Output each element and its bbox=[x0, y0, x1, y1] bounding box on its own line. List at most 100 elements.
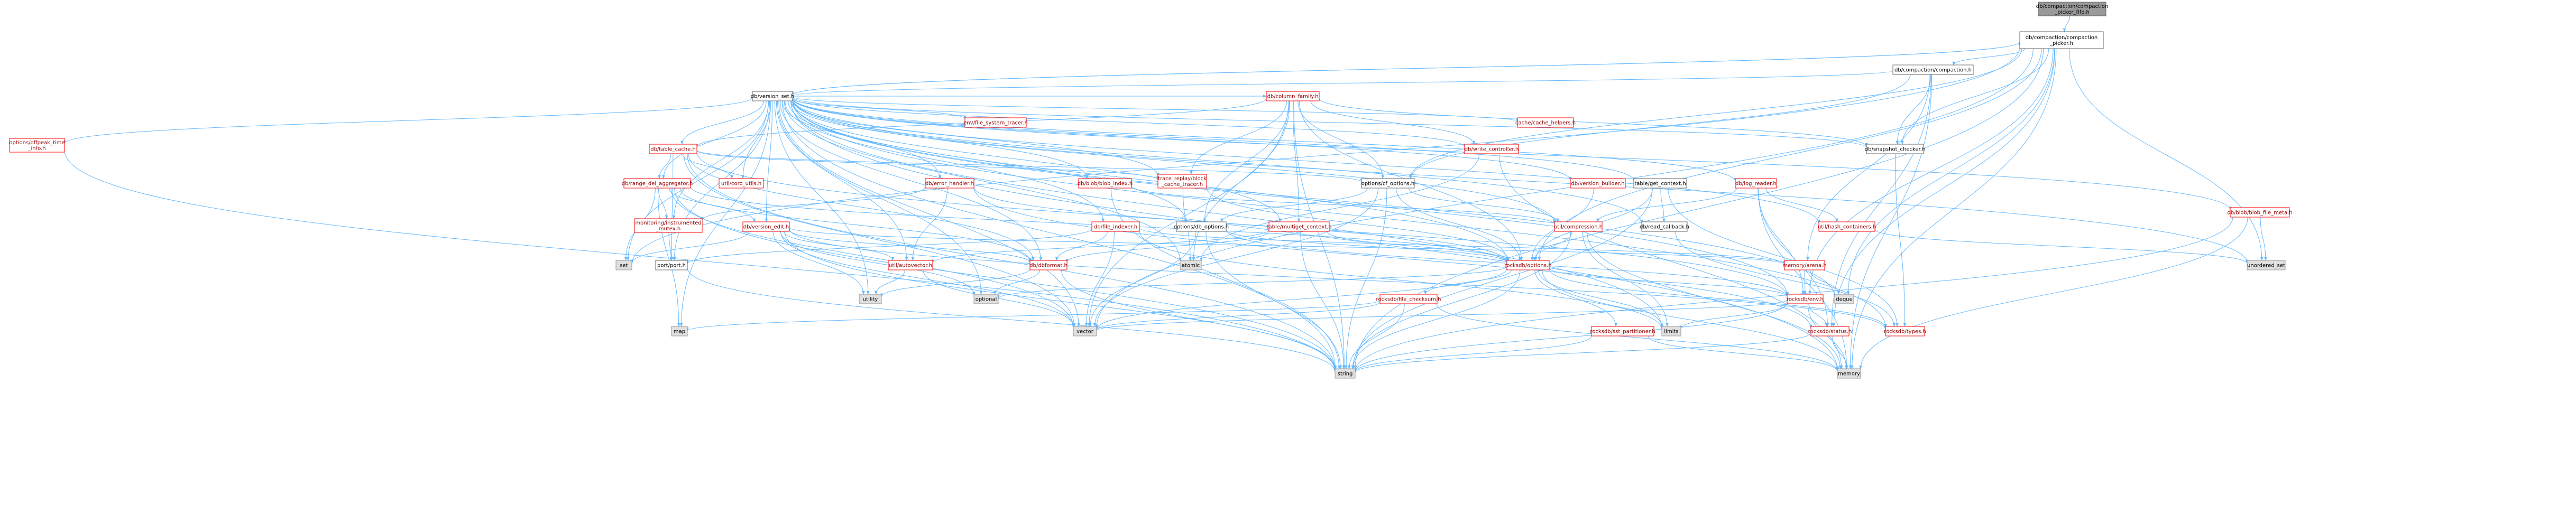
node-vbuild[interactable]: db/version_builder.h bbox=[1570, 178, 1626, 189]
edge-vedit-to-dbfmt bbox=[789, 229, 1032, 263]
edge-comp-to-cfopt bbox=[1409, 74, 1911, 179]
node-envfst[interactable]: env/file_system_tracer.h bbox=[963, 117, 1028, 128]
node-vector: vector bbox=[1073, 326, 1097, 336]
edge-vedit-to-arena bbox=[789, 227, 1786, 265]
node-box bbox=[1268, 221, 1330, 232]
node-label: util/coro_utils.h bbox=[721, 181, 761, 187]
node-mgc[interactable]: table/multiget_context.h bbox=[1267, 221, 1332, 232]
edge-vs-to-ropt bbox=[792, 100, 1508, 261]
node-fchk[interactable]: rocksdb/file_checksum.h bbox=[1376, 294, 1441, 304]
node-rtypes[interactable]: rocksdb/types.h bbox=[1884, 326, 1926, 336]
edge-errh-to-autov bbox=[911, 188, 948, 261]
node-vedit[interactable]: db/version_edit.h bbox=[742, 221, 790, 232]
node-errh[interactable]: db/error_handler.h bbox=[925, 178, 974, 189]
node-cf[interactable]: db/column_family.h bbox=[1266, 91, 1320, 101]
node-findex[interactable]: db/file_indexer.h bbox=[1091, 221, 1140, 232]
edge-fchk-to-memory bbox=[1436, 303, 1839, 372]
node-rda[interactable]: db/range_del_aggregator.h bbox=[622, 178, 693, 189]
node-comp[interactable]: db/compaction/compaction.h bbox=[1892, 64, 1974, 75]
node-box bbox=[1073, 326, 1097, 336]
edge-mutex-to-port bbox=[668, 232, 673, 261]
node-label: util/hash_containers.h bbox=[1818, 225, 1876, 230]
node-label: utility bbox=[863, 297, 878, 303]
edge-vs-to-uset bbox=[792, 98, 2249, 264]
node-logr[interactable]: db/log_reader.h bbox=[1735, 178, 1777, 189]
edge-vs-to-findex bbox=[785, 100, 1105, 222]
node-label: set bbox=[620, 263, 628, 269]
node-ropt[interactable]: rocksdb/options.h bbox=[1505, 260, 1552, 270]
node-box bbox=[1787, 294, 1824, 304]
node-tcache[interactable]: db/table_cache.h bbox=[649, 144, 697, 154]
node-bfm[interactable]: db/blob/blob_file_meta.h bbox=[2227, 207, 2293, 218]
node-atomic: atomic bbox=[1180, 260, 1202, 270]
edge-cfopt-to-vector bbox=[1093, 188, 1379, 327]
node-label: atomic bbox=[1182, 263, 1200, 269]
node-memory: memory bbox=[1837, 368, 1861, 379]
edge-vedit-to-set bbox=[630, 231, 749, 264]
edge-vedit-to-string bbox=[784, 231, 1337, 371]
node-bidx[interactable]: db/blob/blob_index.h bbox=[1078, 178, 1133, 189]
node-sstp[interactable]: rocksdb/sst_partitioner.h bbox=[1590, 326, 1655, 336]
node-compr[interactable]: util/compression.h bbox=[1554, 221, 1603, 232]
node-box bbox=[1633, 178, 1687, 189]
edge-tcache-to-trace bbox=[696, 150, 1160, 180]
edge-cp-to-rstat bbox=[1832, 48, 2055, 327]
node-label: deque bbox=[1836, 297, 1852, 303]
node-label: rocksdb/sst_partitioner.h bbox=[1590, 329, 1655, 335]
node-vs[interactable]: db/version_set.h bbox=[751, 91, 795, 101]
edge-cf-to-snap bbox=[1319, 98, 1868, 147]
edge-vs-to-dbopt bbox=[788, 100, 1188, 222]
node-label: options/offpeak_time bbox=[9, 140, 65, 146]
edge-cp-to-renv bbox=[1808, 48, 2054, 295]
node-box bbox=[1866, 144, 1924, 154]
node-box bbox=[1818, 221, 1875, 232]
node-tgc[interactable]: table/get_context.h bbox=[1633, 178, 1687, 189]
node-label: optional bbox=[976, 297, 997, 303]
edge-vs-to-ucons bbox=[741, 100, 771, 179]
node-box bbox=[1176, 221, 1227, 232]
node-cfopt[interactable]: options/cf_options.h bbox=[1361, 178, 1415, 189]
node-label: monitoring/instrumented bbox=[635, 220, 701, 226]
edge-dbopt-to-vector bbox=[1089, 231, 1197, 327]
edge-cf-to-vector bbox=[1088, 100, 1289, 327]
edge-ropt-to-renv bbox=[1549, 267, 1789, 297]
edge-rda-to-string bbox=[674, 188, 1337, 371]
node-label: db/blob/blob_index.h bbox=[1078, 181, 1133, 187]
node-port[interactable]: port/port.h bbox=[655, 260, 688, 270]
node-box bbox=[1517, 117, 1574, 128]
edge-vs-to-peak bbox=[63, 97, 753, 144]
node-ucons[interactable]: util/coro_utils.h bbox=[719, 178, 764, 189]
node-box bbox=[1892, 64, 1974, 75]
node-wctrl[interactable]: db/write_controller.h bbox=[1464, 144, 1519, 154]
edge-ropt-to-vector bbox=[1095, 268, 1507, 330]
node-box bbox=[1078, 178, 1132, 189]
node-trace[interactable]: trace_replay/block_cache_tracer.h bbox=[1157, 174, 1207, 189]
node-autov[interactable]: util/autovector.h bbox=[888, 260, 933, 270]
node-box bbox=[623, 178, 691, 189]
edge-tcache-to-ucons bbox=[682, 153, 733, 179]
node-rstat[interactable]: rocksdb/status.h bbox=[1808, 326, 1852, 336]
node-dbopt[interactable]: options/db_options.h bbox=[1174, 221, 1229, 232]
edge-tcache-to-dbfmt bbox=[688, 153, 1035, 261]
node-set: set bbox=[615, 260, 632, 270]
edge-vs-to-logr bbox=[792, 98, 1737, 182]
node-cp[interactable]: db/compaction/compaction_picker.h bbox=[2019, 31, 2104, 49]
node-box bbox=[2019, 31, 2104, 49]
edge-vs-to-vector bbox=[778, 100, 1080, 327]
node-arena[interactable]: memory/arena.h bbox=[1782, 260, 1827, 270]
node-label: db/compaction/compaction bbox=[2036, 4, 2108, 10]
node-label: db/table_cache.h bbox=[650, 147, 696, 153]
edge-mgc-to-ropt bbox=[1327, 231, 1508, 262]
node-renv[interactable]: rocksdb/env.h bbox=[1787, 294, 1824, 304]
node-snap[interactable]: db/snapshot_checker.h bbox=[1865, 144, 1925, 154]
node-box bbox=[1029, 260, 1068, 270]
node-peak[interactable]: options/offpeak_time_info.h bbox=[9, 138, 65, 153]
node-rcb[interactable]: db/read_callback.h bbox=[1640, 221, 1689, 232]
node-hashc[interactable]: util/hash_containers.h bbox=[1818, 221, 1876, 232]
edge-vs-to-cp bbox=[792, 41, 2021, 96]
node-cachehelp[interactable]: cache/cache_helpers.h bbox=[1515, 117, 1576, 128]
edge-tcache-to-rda bbox=[658, 153, 671, 179]
node-box bbox=[671, 326, 688, 336]
node-mutex[interactable]: monitoring/instrumented_mutex.h bbox=[634, 218, 703, 233]
node-dbfmt[interactable]: db/dbformat.h bbox=[1029, 260, 1068, 270]
